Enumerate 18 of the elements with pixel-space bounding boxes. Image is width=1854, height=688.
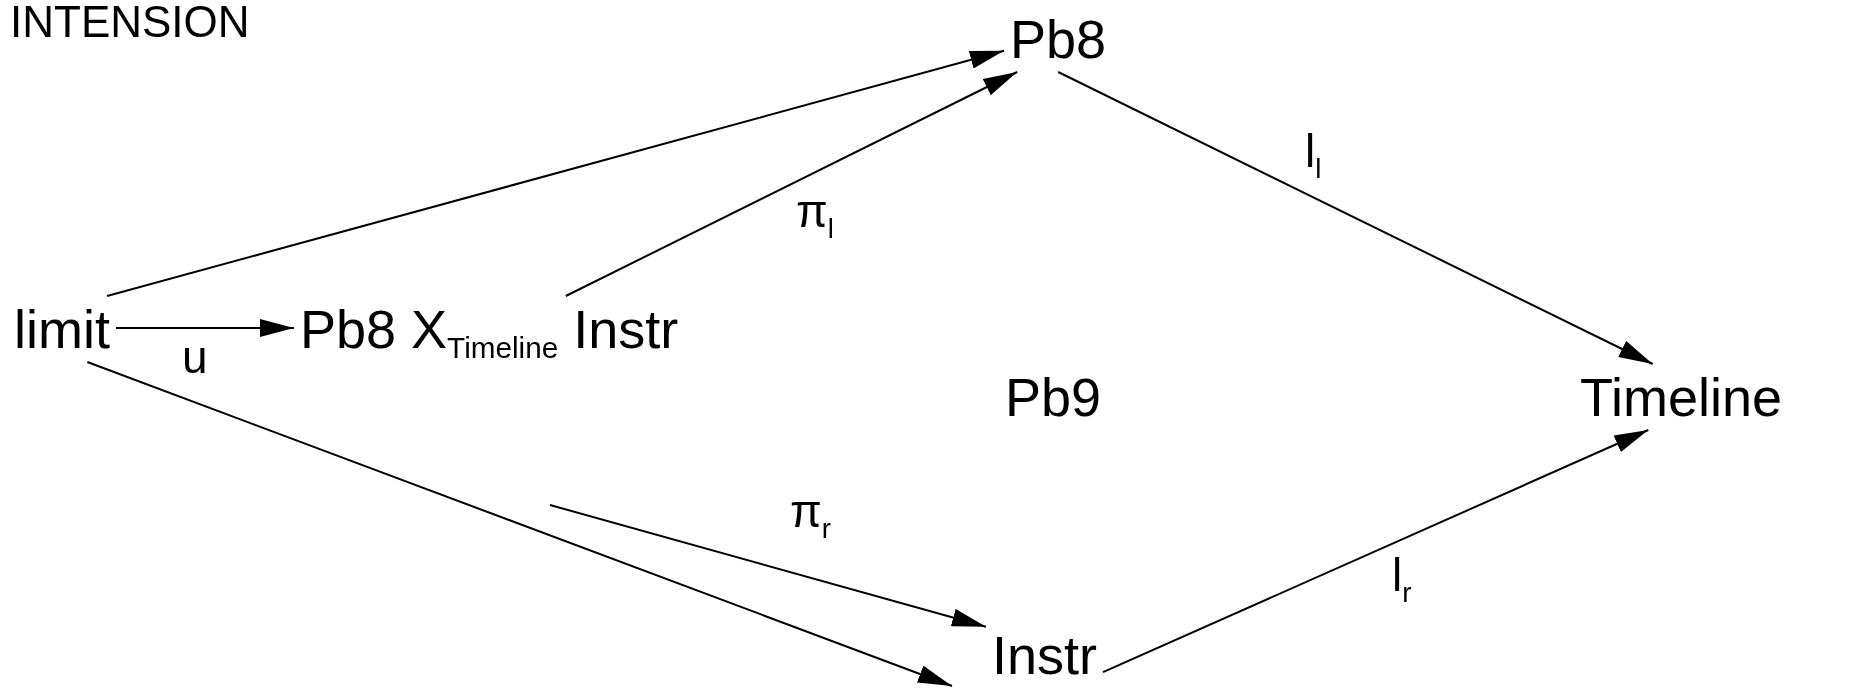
arrow bbox=[1057, 71, 1654, 365]
edge-label: u bbox=[182, 334, 208, 380]
node-label: limit bbox=[14, 302, 110, 356]
arrow bbox=[564, 71, 1019, 297]
edge-label: l$_{l}$ bbox=[1305, 128, 1322, 183]
object-label: Pb9 bbox=[1005, 370, 1102, 424]
arrow bbox=[86, 361, 953, 688]
diagram-title: INTENSION bbox=[10, 0, 250, 44]
edge-label: π$_{l}$ bbox=[796, 188, 834, 243]
arrow bbox=[1102, 429, 1650, 674]
node-label: Pb8 bbox=[1010, 12, 1107, 66]
edge-label: π$_{r}$ bbox=[790, 488, 831, 543]
arrow bbox=[549, 504, 987, 631]
node-label: Timeline bbox=[1580, 370, 1783, 424]
arrow bbox=[115, 319, 295, 337]
node-label: Instr bbox=[992, 628, 1098, 682]
edge-label: l$_{r}$ bbox=[1392, 552, 1412, 607]
node-label: Pb8 X$_{Timeline}$ Instr bbox=[300, 302, 679, 364]
